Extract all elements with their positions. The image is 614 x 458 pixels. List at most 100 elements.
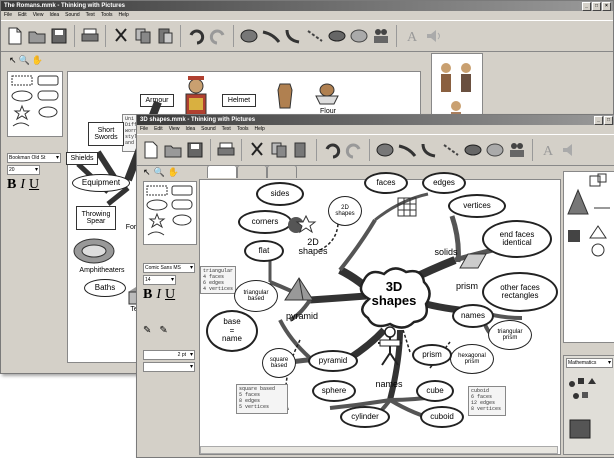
cut-icon[interactable] (111, 26, 131, 46)
front-window[interactable]: 3D shapes.mmk - Thinking with Pictures _… (136, 114, 614, 458)
front-paste-icon[interactable] (291, 140, 311, 160)
menu-tools[interactable]: Tools (100, 12, 113, 18)
front-bold-icon[interactable]: B (143, 287, 153, 302)
back-node-amphitheaters[interactable]: Amphitheaters (79, 267, 125, 274)
connector-tool-icon[interactable] (305, 26, 325, 46)
hand-icon[interactable]: ✋ (31, 55, 43, 65)
front-connector-tool-icon[interactable] (441, 140, 461, 160)
front-pointer-icon[interactable]: ↖ (143, 167, 151, 177)
node-2d-shapes-small[interactable]: 2D shapes (328, 196, 362, 226)
people-icon[interactable] (371, 26, 391, 46)
node-names-center[interactable]: names (375, 379, 403, 389)
note-cuboid[interactable]: cuboid 6 faces 12 edges 8 vertices (468, 386, 506, 416)
front-speaker-icon[interactable] (560, 140, 580, 160)
node-end-faces-identical[interactable]: end faces identical (482, 220, 552, 258)
tab-outline-view[interactable] (237, 165, 267, 178)
node-2d-shapes[interactable]: 2D shapes (298, 237, 328, 257)
node-corners[interactable]: corners (238, 210, 292, 234)
node-base-name[interactable]: base = name (206, 310, 258, 352)
front-hand-icon[interactable]: ✋ (167, 167, 179, 177)
front-people-icon[interactable] (507, 140, 527, 160)
node-hexagonal-prism[interactable]: hexagonal prism (450, 344, 494, 374)
new-file-icon[interactable] (5, 26, 25, 46)
front-cut-icon[interactable] (247, 140, 267, 160)
back-node-fort[interactable]: Fort (125, 224, 139, 231)
front-canvas[interactable]: 3D shapes sides faces edges 2D shapes co… (199, 172, 561, 455)
node-prism[interactable]: prism (456, 281, 478, 291)
redo-icon[interactable] (208, 26, 228, 46)
node-flat[interactable]: flat (244, 240, 284, 262)
minimize-button[interactable]: _ (582, 2, 591, 11)
back-node-throwing-spear[interactable]: Throwing Spear (76, 206, 116, 230)
menu-sound[interactable]: Sound (65, 12, 80, 18)
front-menu-view[interactable]: View (168, 126, 180, 132)
front-new-file-icon[interactable] (141, 140, 161, 160)
back-window-titlebar[interactable]: The Romans.mmk - Thinking with Pictures … (1, 1, 613, 11)
front-menu-text[interactable]: Text (221, 126, 231, 132)
node-cuboid[interactable]: cuboid (420, 406, 464, 428)
menu-file[interactable]: File (4, 12, 13, 18)
node-cube[interactable]: cube (416, 380, 454, 402)
front-menu-edit[interactable]: Edit (154, 126, 163, 132)
back-node-temples[interactable]: Ten (126, 306, 146, 313)
node-names-right[interactable]: names (452, 304, 494, 328)
node-cylinder[interactable]: cylinder (340, 406, 390, 428)
front-link-tool-icon[interactable] (397, 140, 417, 160)
text-style-icon[interactable]: A (402, 26, 422, 46)
node-prism-lower[interactable]: prism (412, 344, 452, 366)
front-font-select[interactable]: Comic Sans MS (143, 263, 195, 273)
front-menu-tools[interactable]: Tools (236, 126, 249, 132)
node-edges[interactable]: edges (422, 172, 466, 194)
front-maximize-button[interactable]: □ (604, 116, 613, 125)
menu-view[interactable]: View (32, 12, 44, 18)
tab-list-view[interactable] (267, 165, 297, 178)
paste-icon[interactable] (155, 26, 175, 46)
node-sides[interactable]: sides (256, 182, 304, 206)
front-line-width-select[interactable]: 2 pt (143, 350, 195, 360)
maximize-button[interactable]: □ (592, 2, 601, 11)
menu-text[interactable]: Text (85, 12, 95, 18)
note-square-based[interactable]: square based 5 faces 8 edges 5 vertices (236, 384, 288, 414)
front-cloud-tool-icon[interactable] (463, 140, 483, 160)
back-node-equipment[interactable]: Equipment (72, 174, 130, 192)
node-solids[interactable]: solids (434, 247, 458, 257)
underline-icon[interactable]: U (29, 177, 40, 192)
front-brain-icon[interactable] (485, 140, 505, 160)
node-vertices[interactable]: vertices (448, 194, 506, 218)
undo-icon[interactable] (186, 26, 206, 46)
line-color-icon[interactable]: ✎ (143, 325, 152, 336)
node-triangular-prism[interactable]: triangular prism (488, 320, 532, 350)
front-branch-tool-icon[interactable] (419, 140, 439, 160)
front-save-icon[interactable] (185, 140, 205, 160)
back-node-short-swords[interactable]: Short Swords (88, 122, 124, 146)
front-library-select[interactable]: Mathematics (566, 358, 613, 368)
node-triangular-based[interactable]: triangular based (234, 280, 278, 312)
open-folder-icon[interactable] (27, 26, 47, 46)
front-size-select[interactable]: 14 (143, 275, 176, 285)
menu-idea[interactable]: Idea (49, 12, 60, 18)
front-menu-idea[interactable]: Idea (185, 126, 196, 132)
back-font-select[interactable]: Bookman Old St (7, 153, 61, 163)
branch-tool-icon[interactable] (283, 26, 303, 46)
front-minimize-button[interactable]: _ (594, 116, 603, 125)
copy-icon[interactable] (133, 26, 153, 46)
front-zoom-icon[interactable]: 🔍 (153, 167, 165, 177)
note-triangular[interactable]: triangular 4 faces 6 edges 4 vertices (200, 266, 236, 294)
front-text-style-icon[interactable]: A (538, 140, 558, 160)
front-menu-help[interactable]: Help (254, 126, 265, 132)
front-print-icon[interactable] (216, 140, 236, 160)
front-underline-icon[interactable]: U (165, 287, 176, 302)
front-copy-icon[interactable] (269, 140, 289, 160)
back-node-baths[interactable]: Baths (84, 279, 126, 297)
front-italic-icon[interactable]: I (156, 287, 162, 302)
node-center-3d-shapes[interactable]: 3D shapes (371, 279, 417, 308)
pointer-icon[interactable]: ↖ (9, 55, 17, 65)
link-tool-icon[interactable] (261, 26, 281, 46)
node-pyramid-lower[interactable]: pyramid (308, 350, 358, 372)
brain-icon[interactable] (349, 26, 369, 46)
node-faces[interactable]: faces (364, 172, 408, 194)
back-node-flour[interactable]: Flour (320, 108, 336, 115)
front-line-style-select[interactable] (143, 362, 195, 372)
node-square-based[interactable]: square based (262, 348, 296, 378)
front-open-folder-icon[interactable] (163, 140, 183, 160)
